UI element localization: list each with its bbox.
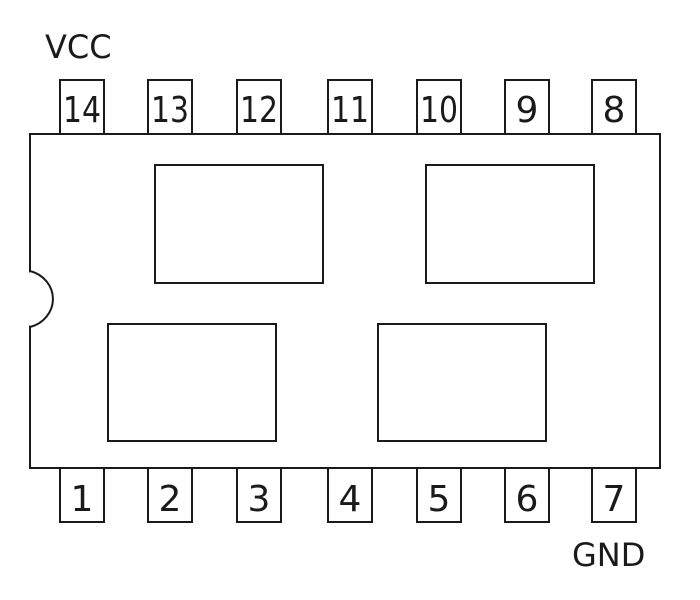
pin-2-label: 2 [159, 479, 182, 520]
pin-10-label: 10 [420, 90, 458, 131]
orientation-notch [29, 270, 54, 328]
pin-14-label: 14 [63, 90, 101, 131]
pin-3-box [236, 467, 282, 523]
pin-1-label: 1 [71, 479, 94, 520]
bottom-pin-row: 1 2 3 4 5 6 7 [59, 467, 637, 523]
gate-bottom-right [377, 323, 547, 442]
pin-13-label: 13 [151, 90, 189, 131]
notch-mask [29, 272, 31, 326]
pin-11-box [327, 79, 373, 135]
pin-8-label: 8 [603, 90, 626, 131]
pin-6-label: 6 [516, 479, 539, 520]
gnd-label: GND [572, 536, 645, 574]
pin-3-label: 3 [248, 479, 271, 520]
pin-7-label: 7 [603, 479, 626, 520]
pin-5-label: 5 [428, 479, 451, 520]
pin-9-label: 9 [516, 90, 539, 131]
gate-top-right [425, 164, 595, 284]
pin-2-box [147, 467, 193, 523]
pin-5-box [416, 467, 462, 523]
pin-1-box [59, 467, 105, 523]
vcc-label: VCC [45, 28, 112, 66]
pin-11-label: 11 [331, 90, 369, 131]
gate-top-left [154, 164, 324, 284]
pin-4-label: 4 [339, 479, 362, 520]
pin-4-box [327, 467, 373, 523]
top-pin-row: 14 13 12 11 10 9 8 [59, 79, 637, 135]
pin-12-label: 12 [240, 90, 278, 131]
pin-9-box [504, 79, 550, 135]
pin-6-box [504, 467, 550, 523]
gate-bottom-left [107, 323, 277, 442]
